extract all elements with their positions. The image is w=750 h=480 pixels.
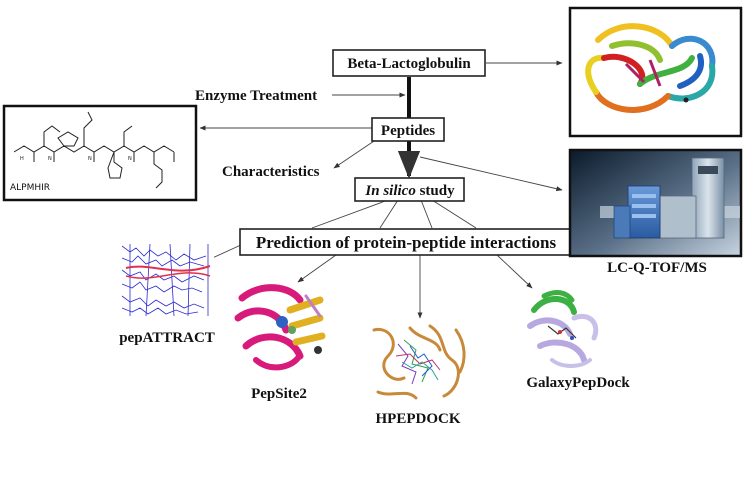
pepsite2-image — [234, 284, 326, 371]
svg-text:N: N — [88, 156, 92, 162]
box-beta-lactoglobulin: Beta-Lactoglobulin — [332, 49, 486, 77]
svg-text:N: N — [128, 156, 132, 162]
hpepdock-label: HPEPDOCK — [376, 411, 461, 427]
characteristics-label: Characteristics — [222, 164, 320, 180]
fan-line-3 — [420, 199, 433, 229]
galaxypepdock-label: GalaxyPepDock — [526, 375, 630, 391]
in-silico-study-label: In silico study — [364, 183, 455, 199]
in-silico-rest: study — [416, 183, 455, 199]
pepattract-image — [120, 240, 214, 318]
prediction-label: Prediction of protein-peptide interactio… — [256, 233, 557, 252]
pepsite2-label: PepSite2 — [251, 386, 307, 402]
galaxypepdock-image — [527, 290, 599, 368]
lcms-instrument-image — [568, 148, 743, 258]
box-in-silico-study: In silico study — [354, 177, 465, 202]
fan-line-4 — [431, 199, 477, 229]
beta-lactoglobulin-label: Beta-Lactoglobulin — [347, 56, 471, 72]
lcms-label: LC-Q-TOF/MS — [607, 260, 707, 276]
box-peptides: Peptides — [371, 117, 445, 142]
arrow-peptides-to-characteristics — [333, 136, 381, 169]
fan-line-2 — [379, 199, 399, 229]
beta-lactoglobulin-structure-image — [568, 6, 743, 138]
arrow-peptides-to-lcms — [419, 156, 563, 192]
box-prediction: Prediction of protein-peptide interactio… — [239, 228, 573, 256]
fan-line-1 — [311, 199, 389, 229]
enzyme-treatment-label: Enzyme Treatment — [195, 88, 317, 104]
arrow-to-pepsite2 — [297, 254, 337, 283]
svg-text:N: N — [48, 156, 52, 162]
arrow-to-galaxypepdock — [496, 254, 533, 289]
pepattract-label: pepATTRACT — [119, 330, 215, 346]
in-silico-italic: In silico — [364, 183, 415, 199]
svg-text:H: H — [20, 156, 24, 162]
hpepdock-image — [370, 322, 470, 408]
connectors — [199, 60, 563, 319]
peptide-structure-image: H N N N ALPMHIR — [2, 104, 198, 202]
peptides-label: Peptides — [381, 123, 435, 139]
peptide-sequence-label: ALPMHIR — [10, 183, 50, 193]
